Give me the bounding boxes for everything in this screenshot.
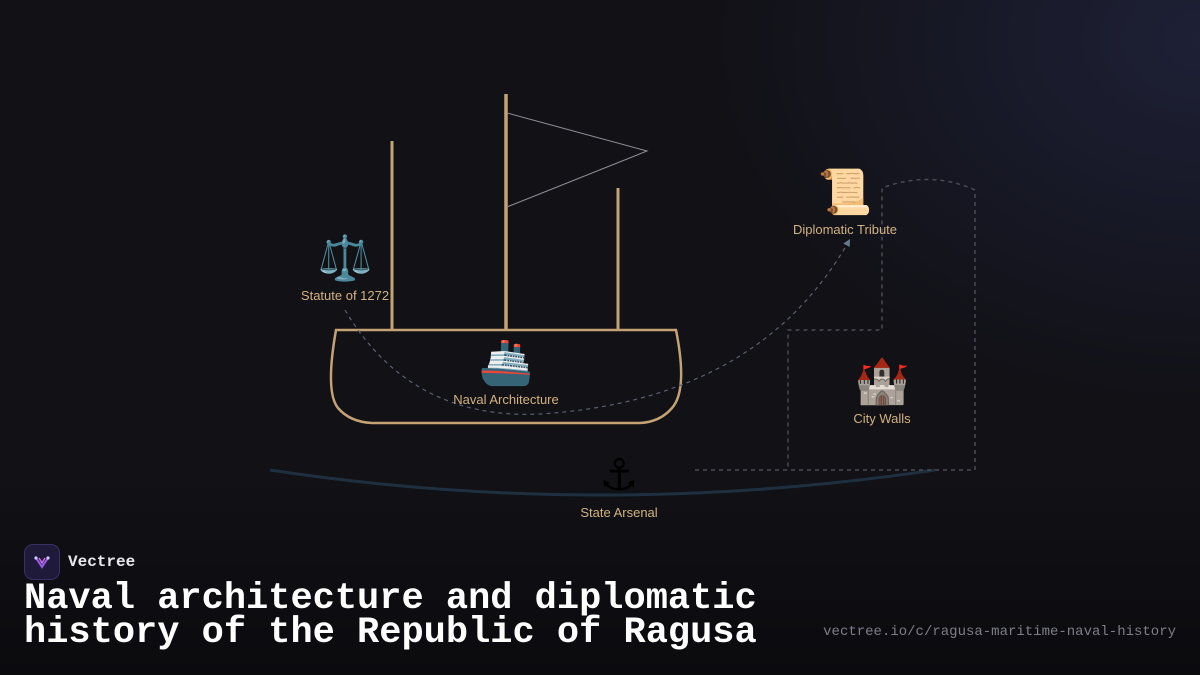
statute-to-tribute-connector: [344, 238, 851, 415]
castle-icon: 🏰: [854, 356, 910, 407]
vectree-logo-icon: [24, 544, 60, 580]
statute-label: Statute of 1272: [300, 288, 390, 303]
sea-line: [269, 468, 936, 497]
diplomatic-tribute-node[interactable]: 📜 Diplomatic Tribute: [792, 167, 898, 238]
naval-architecture-label: Naval Architecture: [453, 392, 559, 407]
brand: Vectree: [24, 544, 135, 580]
diplomatic-tribute-label: Diplomatic Tribute: [792, 222, 898, 237]
anchor-icon: ⚓: [599, 450, 639, 501]
ship-hull: [329, 328, 683, 425]
naval-architecture-node[interactable]: 🚢 Naval Architecture: [453, 337, 559, 408]
sail-rigging: [506, 112, 649, 208]
statute-node[interactable]: ⚖️ Statute of 1272: [300, 233, 390, 304]
page-title: Naval architecture and diplomatic histor…: [24, 578, 757, 654]
brand-name: Vectree: [68, 553, 136, 571]
scroll-icon: 📜: [817, 167, 873, 218]
city-walls-node[interactable]: 🏰 City Walls: [853, 356, 911, 427]
state-arsenal-label: State Arsenal: [580, 505, 658, 520]
scales-icon: ⚖️: [317, 233, 373, 284]
state-arsenal-node[interactable]: ⚓ State Arsenal: [580, 450, 658, 521]
ship-icon: 🚢: [478, 337, 534, 388]
city-walls-outline: [695, 178, 976, 471]
city-walls-label: City Walls: [853, 411, 911, 426]
page-url[interactable]: vectree.io/c/ragusa-maritime-naval-histo…: [823, 624, 1176, 640]
